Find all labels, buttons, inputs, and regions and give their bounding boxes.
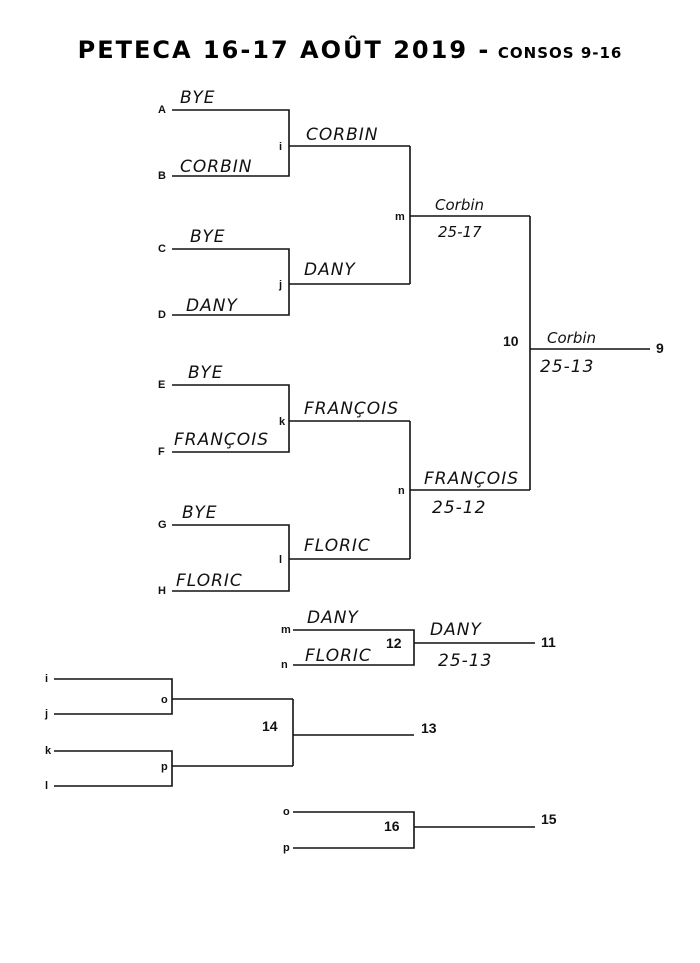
round2-j: DANY xyxy=(304,260,356,280)
round2-i: CORBIN xyxy=(306,125,378,145)
slot-label-n12-bottom: n xyxy=(281,659,288,671)
entry-c: BYE xyxy=(190,227,226,247)
place-11: 11 xyxy=(541,634,556,650)
slot-label-k: k xyxy=(279,416,286,428)
entry-g: BYE xyxy=(182,503,218,523)
slot-label-o: o xyxy=(161,694,168,706)
final-winner: Corbin xyxy=(547,329,596,347)
final-score: 25-13 xyxy=(540,357,594,377)
slot-label-n: n xyxy=(398,485,405,497)
place-15: 15 xyxy=(541,811,557,827)
slot-label-j: j xyxy=(278,279,282,291)
match12-bottom-entry: FLORIC xyxy=(305,646,372,666)
match-number-16: 16 xyxy=(384,818,400,834)
slot-label-p16: p xyxy=(283,842,290,854)
slot-label-d: D xyxy=(158,309,166,321)
slot-label-c: C xyxy=(158,243,166,255)
slot-label-p: p xyxy=(161,761,168,773)
slot-label-i-cons: i xyxy=(45,673,48,685)
place-9: 9 xyxy=(656,340,664,356)
match12-winner: DANY xyxy=(430,620,482,640)
line-m16 xyxy=(293,811,415,849)
semi-n-winner: FRANÇOIS xyxy=(424,469,519,489)
slot-label-k-cons: k xyxy=(45,745,52,757)
line-m12 xyxy=(293,629,415,666)
slot-label-l: l xyxy=(279,554,282,566)
entry-a: BYE xyxy=(180,88,216,108)
line-o xyxy=(54,678,173,715)
semi-n-score: 25-12 xyxy=(432,498,486,518)
entry-h: FLORIC xyxy=(176,571,243,591)
round2-k: FRANÇOIS xyxy=(304,399,399,419)
title-main: PETECA 16-17 AOÛT 2019 - xyxy=(77,36,491,64)
match12-score: 25-13 xyxy=(438,651,492,671)
entry-d: DANY xyxy=(186,296,238,316)
title-sub: CONSOS 9-16 xyxy=(497,44,623,62)
line-ab xyxy=(172,109,290,177)
match-number-12: 12 xyxy=(386,635,402,651)
slot-label-g: G xyxy=(158,519,167,531)
slot-label-h: H xyxy=(158,585,166,597)
slot-label-m: m xyxy=(395,211,405,223)
semi-m-score: 25-17 xyxy=(438,223,482,241)
line-gh xyxy=(172,524,290,592)
page-title: PETECA 16-17 AOÛT 2019 - CONSOS 9-16 xyxy=(0,36,700,64)
entry-b: CORBIN xyxy=(180,157,252,177)
round2-l: FLORIC xyxy=(304,536,371,556)
match12-top-entry: DANY xyxy=(307,608,359,628)
slot-label-e: E xyxy=(158,379,165,391)
slot-label-i: i xyxy=(279,141,282,153)
line-cd xyxy=(172,248,290,316)
bracket-lines xyxy=(54,109,650,849)
line-ef xyxy=(172,384,290,453)
slot-label-o16: o xyxy=(283,806,290,818)
entry-f: FRANÇOIS xyxy=(174,430,269,450)
slot-label-a: A xyxy=(158,104,166,116)
slot-label-f: F xyxy=(158,446,165,458)
entry-e: BYE xyxy=(188,363,224,383)
line-p xyxy=(54,750,173,787)
match-number-10: 10 xyxy=(503,333,519,349)
semi-m-winner: Corbin xyxy=(435,196,484,214)
slot-label-l-cons: l xyxy=(45,780,48,792)
place-13: 13 xyxy=(421,720,437,736)
slot-label-m12-top: m xyxy=(281,624,291,636)
slot-label-b: B xyxy=(158,170,166,182)
slot-label-j-cons: j xyxy=(44,708,48,720)
match-number-14: 14 xyxy=(262,718,278,734)
